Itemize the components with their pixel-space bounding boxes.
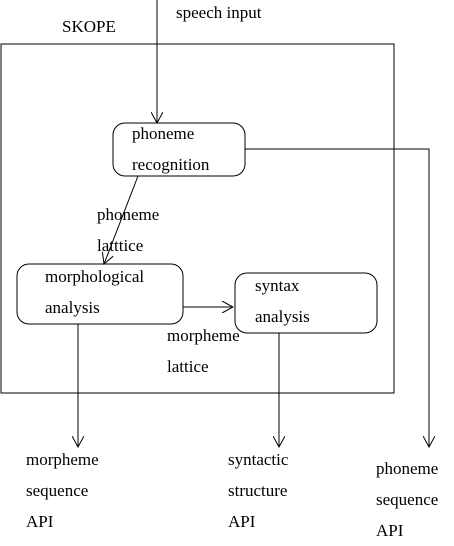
morpheme-sequence-api-label: morpheme sequence API — [26, 450, 99, 531]
syntax-analysis-node — [234, 272, 378, 334]
phoneme-lattice-arrow — [104, 175, 139, 264]
skope-boundary — [0, 43, 395, 394]
skope-label: SKOPE — [62, 17, 116, 36]
morphological-analysis-label: morphological analysis — [45, 267, 145, 317]
syntax-analysis-label: syntax analysis — [255, 276, 310, 326]
phoneme-sequence-api-label: phoneme sequence API — [376, 459, 439, 540]
speech-input-label: speech input — [176, 3, 262, 22]
phoneme-recognition-label: phoneme recognition — [132, 124, 210, 174]
phoneme-lattice-label: phoneme latttice — [97, 205, 160, 255]
morphological-analysis-node — [16, 263, 184, 325]
phoneme-sequence-arrow — [245, 148, 429, 447]
syntactic-structure-api-label: syntactic structure API — [228, 450, 289, 531]
morpheme-lattice-label: morpheme lattice — [167, 326, 240, 376]
